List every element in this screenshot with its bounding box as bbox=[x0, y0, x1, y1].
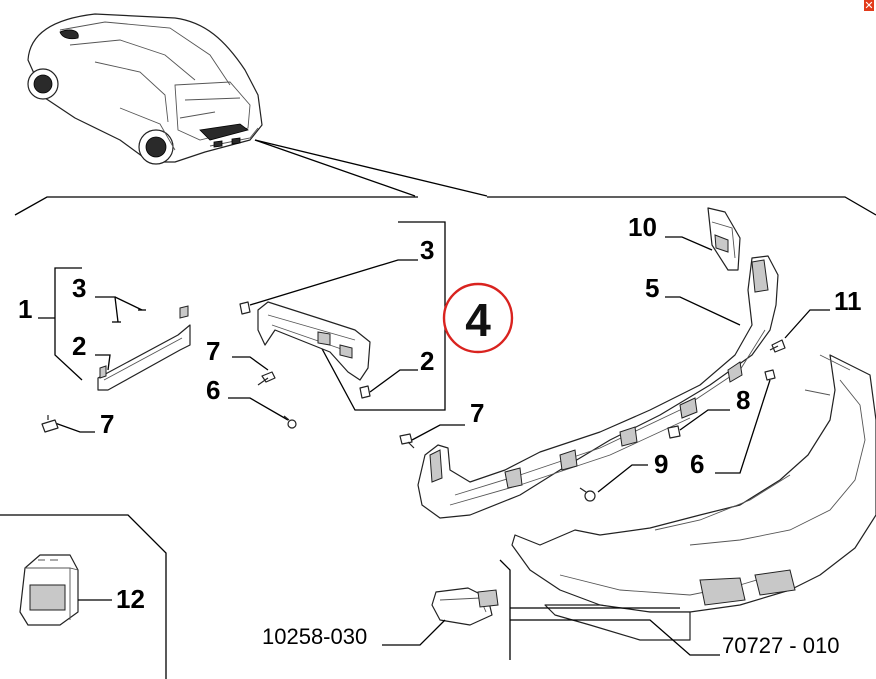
clip-3-mid bbox=[239, 301, 251, 315]
callout-7-left-lower[interactable]: 7 bbox=[100, 409, 114, 439]
callout-3-mid[interactable]: 3 bbox=[420, 235, 434, 265]
clip-6-left bbox=[283, 415, 297, 429]
callout-2-mid[interactable]: 2 bbox=[420, 346, 434, 376]
pin-7-center bbox=[399, 433, 415, 449]
callout-3-left[interactable]: 3 bbox=[72, 273, 86, 303]
side-bracket bbox=[257, 301, 371, 381]
bracket-10 bbox=[707, 207, 741, 271]
ref-exhaust-tip[interactable]: 10258-030 bbox=[262, 624, 367, 649]
highlight-4-label[interactable]: 4 bbox=[465, 294, 491, 346]
callout-7-center[interactable]: 7 bbox=[470, 398, 484, 428]
callout-7-left-upper[interactable]: 7 bbox=[206, 336, 220, 366]
ref-bumper[interactable]: 70727 - 010 bbox=[722, 633, 839, 658]
clip-7-lower bbox=[41, 415, 59, 433]
clip-6-right bbox=[764, 369, 776, 381]
callout-12[interactable]: 12 bbox=[116, 584, 145, 614]
highlight-4 bbox=[442, 282, 514, 354]
connector-12 bbox=[19, 554, 79, 626]
reflector-strip bbox=[97, 305, 191, 391]
vehicle-illustration bbox=[27, 13, 263, 165]
callout-1[interactable]: 1 bbox=[18, 294, 32, 324]
callout-11[interactable]: 11 bbox=[834, 286, 862, 316]
screw-9 bbox=[579, 487, 596, 502]
callout-5[interactable]: 5 bbox=[645, 273, 659, 303]
close-icon[interactable]: ✕ bbox=[864, 0, 874, 12]
bumper-reinforcement bbox=[417, 255, 779, 519]
callout-6-left[interactable]: 6 bbox=[206, 375, 220, 405]
clip-2-mid bbox=[359, 385, 371, 399]
clip-8 bbox=[667, 425, 681, 439]
pin-7-upper bbox=[257, 371, 276, 386]
callout-6-right[interactable]: 6 bbox=[690, 449, 704, 479]
callout-8[interactable]: 8 bbox=[736, 385, 750, 415]
rear-bumper-cover bbox=[511, 354, 876, 641]
callout-9[interactable]: 9 bbox=[654, 449, 668, 479]
callout-10[interactable]: 10 bbox=[628, 212, 657, 242]
exhaust-tip bbox=[431, 587, 499, 626]
callout-2-left[interactable]: 2 bbox=[72, 331, 86, 361]
screw-11 bbox=[769, 339, 786, 353]
